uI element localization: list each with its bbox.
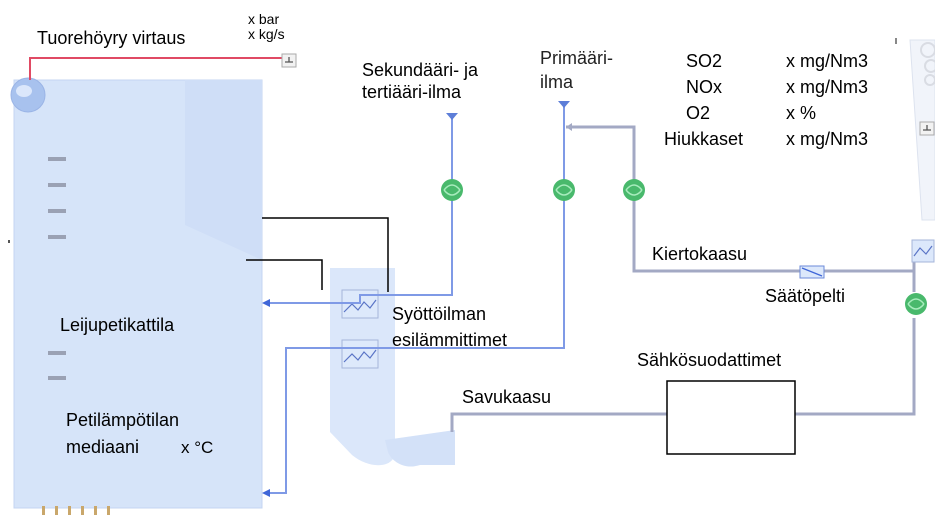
flue-gas-label: Savukaasu [462,387,552,407]
fan-secondary-air [441,179,463,201]
fan-flue-gas [905,293,927,315]
secondary-air-arrow [262,299,270,307]
steam-flow-label: Tuorehöyry virtaus [37,28,186,48]
steam-line [29,57,293,80]
boiler-label: Leijupetikattila [60,315,175,335]
preheater-label-line1: Syöttöilman [392,304,487,324]
primary-air-line [266,102,565,494]
damper-label: Säätöpelti [765,286,846,306]
flue-gas-line-outlet [795,318,916,416]
boiler-bed-legs [42,506,110,515]
right-stray-mark [895,38,897,44]
emission-name-nox: NOx [686,77,722,97]
emission-value-so2: x mg/Nm3 [786,51,869,71]
primary-air-label-line2: ilma [540,72,574,92]
secondary-air-line [266,114,453,304]
left-stray-mark [8,240,10,243]
secondary-air-label-line2: tertiääri-ilma [362,82,462,102]
electrostatic-precipitator [666,380,796,455]
precipitator-label: Sähkösuodattimet [637,350,782,370]
drum-highlight [16,85,32,97]
furnace-flue-line-upper [262,217,389,292]
furnace-flue-line-lower [246,259,323,290]
emission-name-particulates: Hiukkaset [664,129,744,149]
emission-name-so2: SO2 [686,51,723,71]
primary-air-arrow [262,489,270,497]
primary-air-label-line1: Primääri- [540,48,614,68]
flue-gas-line [450,412,667,432]
bed-temp-label-line1: Petilämpötilan [66,410,180,430]
fan-primary-air [553,179,575,201]
stack-heat-exchanger [911,239,935,263]
chimney-smoke [920,42,935,86]
secondary-air-inlet-marker [446,113,458,120]
air-preheater-lower [341,339,379,369]
emission-name-o2: O2 [686,103,711,123]
steam-flow-value: x kg/s [248,26,285,42]
flue-outlet-duct [385,430,455,467]
bed-temp-label-line2: mediaani [66,437,140,457]
emission-value-o2: x % [786,103,817,123]
recirculation-gas-label: Kiertokaasu [652,244,748,264]
boiler-furnace-shade [185,80,262,260]
emission-value-particulates: x mg/Nm3 [786,129,869,149]
emission-value-nox: x mg/Nm3 [786,77,869,97]
boiler-wall-marks [48,157,66,380]
preheater-label-line2: esilämmittimet [392,330,508,350]
damper-symbol [799,265,825,279]
secondary-air-label-line1: Sekundääri- ja [362,60,479,80]
fan-recirculation [623,179,645,201]
primary-air-inlet-marker [558,101,570,108]
bed-temp-value: x °C [181,438,214,457]
recirculation-arrow [566,123,572,131]
steam-pressure-value: x bar [248,11,280,27]
